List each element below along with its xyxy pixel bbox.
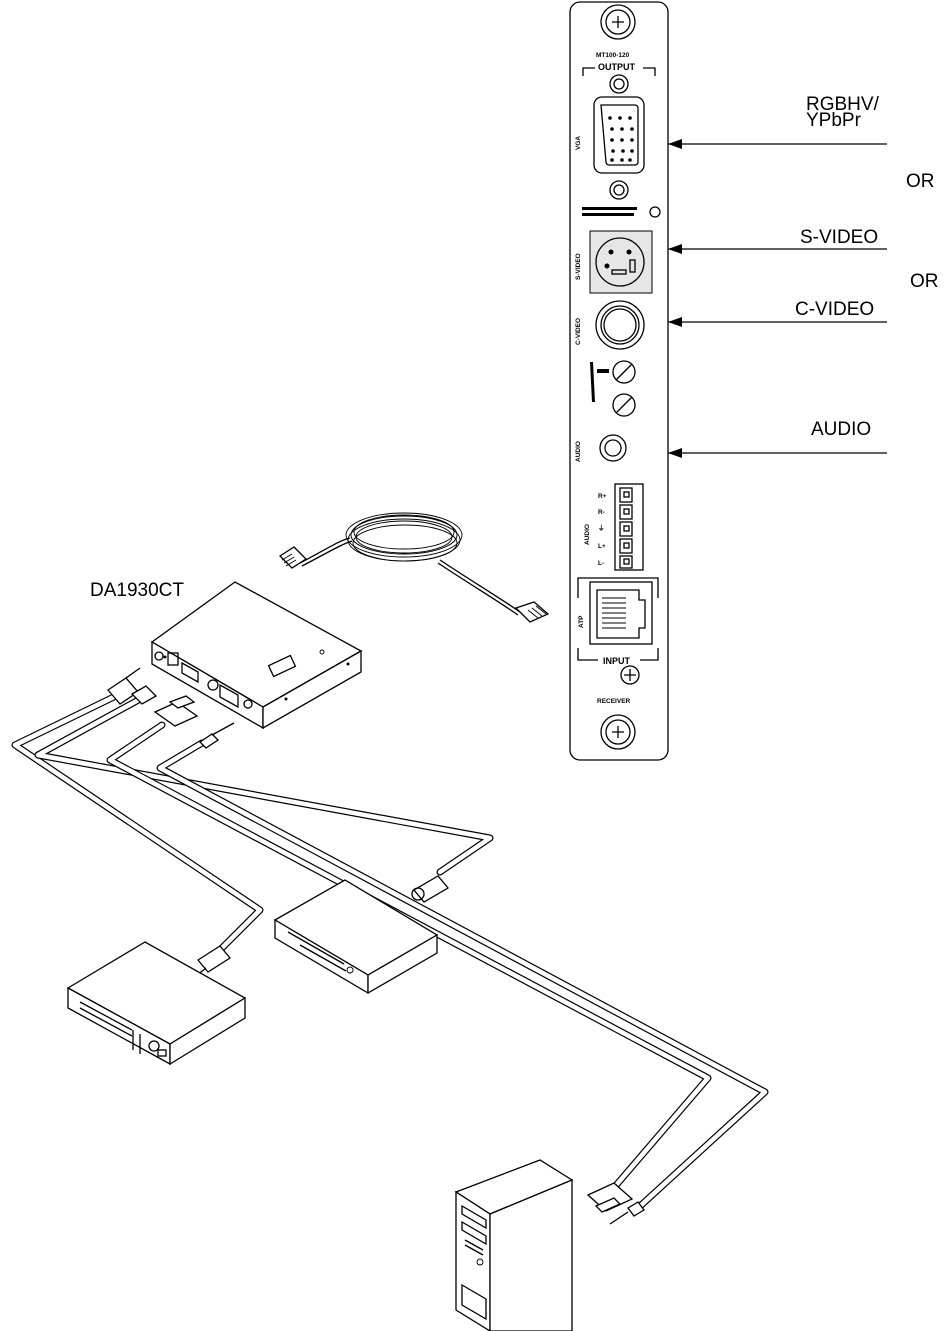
terminal-pin-label: R-	[598, 509, 605, 516]
computer-tower	[454, 1159, 574, 1331]
vcr	[273, 879, 439, 995]
composite-video-connector	[595, 300, 645, 350]
terminal-pin-label: L-	[598, 560, 604, 567]
hex-standoff-icon	[609, 180, 629, 200]
rj45-plug-icon	[514, 601, 550, 623]
terminal-pin-label: R+	[598, 493, 607, 500]
unit-label: DA1930CT	[90, 580, 184, 601]
signal-label-cvideo: C-VIDEO	[795, 299, 874, 320]
da1930ct-unit	[150, 581, 363, 730]
led-indicator-icon	[649, 206, 661, 218]
audio-jack-connector	[599, 434, 627, 462]
panel-output-label: OUTPUT	[598, 62, 636, 72]
panel-receiver-label: RECEIVER	[597, 698, 631, 705]
rca-plug-icon	[195, 945, 231, 977]
audio-terminal-label: AUDIO	[584, 524, 591, 545]
svideo-connector	[589, 230, 653, 294]
audio-terminal-block: R+ R- ⏚ L+ L-	[598, 483, 644, 571]
signal-label-or: OR	[910, 271, 939, 292]
terminal-pin-label: L+	[598, 543, 606, 550]
panel-input-label: INPUT	[603, 656, 631, 666]
rj45-label: ATP	[578, 615, 585, 628]
terminal-pin-label: ⏚	[598, 524, 605, 532]
rj45-input-connector	[589, 581, 653, 645]
signal-label-rgbhv: RGBHV/	[806, 94, 880, 115]
vga-output-connector	[593, 96, 645, 174]
signal-label-audio: AUDIO	[811, 419, 871, 440]
svideo-label: S-VIDEO	[575, 253, 582, 280]
svideo-plug-icon	[130, 685, 158, 705]
audio-plug-icon	[609, 1201, 645, 1225]
signal-label-ypbpr: YPbPr	[806, 110, 862, 131]
audio-plug-icon	[198, 722, 235, 749]
vga-plug-icon	[153, 695, 199, 727]
cvideo-label: C-VIDEO	[575, 318, 582, 345]
ground-screw-icon	[620, 665, 640, 685]
svideo-plug-icon	[411, 875, 449, 903]
source-cables	[11, 689, 769, 1212]
rj45-plug-icon	[278, 546, 308, 569]
adjust-screw-icon	[612, 393, 636, 417]
top-mounting-screw-icon	[600, 4, 636, 40]
audio-jack-label: AUDIO	[575, 441, 582, 462]
vga-plug-icon	[586, 1182, 634, 1213]
receiver-panel: MT100-120 OUTPUT VGA	[569, 1, 669, 761]
adjust-screw-icon	[612, 360, 636, 384]
dvd-player	[66, 941, 247, 1066]
signal-labels: RGBHV/ YPbPr OR S-VIDEO OR C-VIDEO AUDIO	[668, 94, 939, 458]
signal-label-or: OR	[906, 171, 935, 192]
bottom-mounting-screw-icon	[600, 714, 636, 750]
signal-label-svideo: S-VIDEO	[800, 227, 878, 248]
hex-standoff-icon	[609, 74, 629, 94]
panel-model-label: MT100-120	[596, 52, 630, 59]
vga-label: VGA	[575, 136, 582, 150]
cat-cable	[278, 512, 550, 623]
